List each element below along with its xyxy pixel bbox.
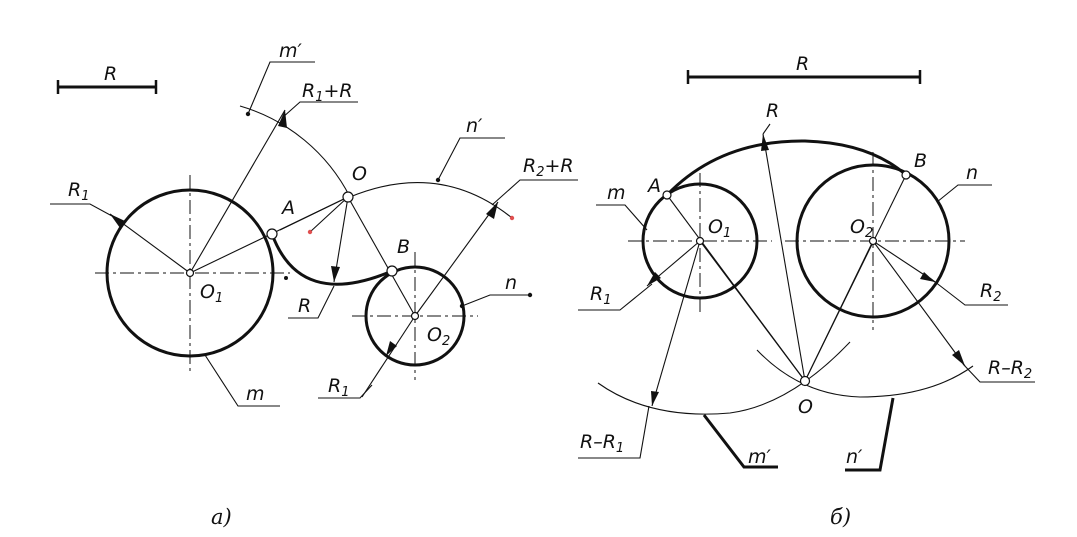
line-o-r-b — [762, 133, 806, 382]
leader-r2r-a — [491, 179, 578, 206]
arrowhead-r1-b — [647, 272, 661, 286]
arrowhead-r1low — [386, 341, 397, 356]
label-n-b: n — [966, 162, 978, 184]
label-r2-b: R2 — [980, 280, 1001, 305]
line-o1-r1r — [189, 109, 286, 274]
label-o1-b: O1 — [708, 216, 731, 241]
point-o1-a — [185, 268, 195, 278]
label-o2-a: O2 — [427, 324, 450, 349]
point-o-b — [799, 375, 811, 387]
line-o1-rr1-b — [651, 240, 701, 407]
scale-label-b: R — [796, 53, 809, 75]
circle-n-b — [795, 163, 951, 319]
arc-n-prime-b — [756, 349, 974, 398]
line-o2-o-b — [804, 240, 874, 382]
arc-tangent-ab-b — [665, 139, 907, 197]
arc-m-prime-b — [597, 341, 851, 415]
point-o1-b — [695, 236, 705, 246]
label-n-prime-b: n′ — [846, 446, 863, 468]
leader-r1-a — [50, 203, 124, 223]
label-o1-a: O1 — [200, 281, 223, 306]
leader-r2-b — [929, 277, 1008, 306]
point-a-b — [662, 190, 672, 200]
label-b-a: B — [397, 236, 410, 258]
point-o-a — [342, 191, 354, 203]
arrowhead-r2r — [486, 202, 498, 219]
line-o2-o — [347, 196, 416, 317]
label-b-b: B — [914, 150, 927, 172]
leader-r1-b — [578, 283, 653, 311]
arrowhead-r1r — [278, 110, 287, 128]
scale-bar-a: R — [56, 63, 158, 94]
label-m-prime-b: m′ — [748, 446, 772, 468]
point-a-a — [266, 228, 278, 240]
figure-b: R — [578, 53, 1035, 529]
arrowhead-r — [331, 266, 340, 282]
leader-n-prime-a — [437, 137, 505, 181]
leader-m-prime-b — [702, 414, 778, 469]
leader-r-b — [762, 123, 771, 135]
label-r1-a: R1 — [68, 179, 89, 204]
leader-n-prime-b — [845, 397, 895, 472]
leader-m-a — [204, 354, 280, 407]
label-rr1-b: R–R1 — [580, 431, 624, 456]
label-o-a: O — [352, 163, 367, 185]
leader-m-prime-a — [247, 61, 315, 115]
label-n-prime-a: n′ — [466, 115, 483, 137]
line-o2-rr2-b — [872, 240, 966, 367]
point-b-a — [386, 265, 398, 277]
line-o1-r1 — [109, 213, 191, 274]
leader-r-a — [288, 285, 335, 319]
label-r-b: R — [766, 100, 779, 122]
leader-n-b — [936, 184, 992, 203]
arrowhead-r-b — [761, 134, 769, 151]
label-m-prime-a: m′ — [279, 40, 303, 62]
label-r1-b: R1 — [590, 283, 611, 308]
label-r2r-a: R2+R — [523, 155, 574, 180]
line-o1-o-b — [699, 240, 806, 382]
label-o2-b: O2 — [850, 216, 873, 241]
circle-m-a — [105, 188, 275, 358]
leader-m-b — [596, 204, 648, 231]
point-o2-a — [410, 311, 420, 321]
arc-m-prime-a — [239, 105, 351, 198]
circle-n-a — [364, 265, 466, 367]
scale-label-a: R — [104, 63, 117, 85]
point-o2-b — [868, 236, 878, 246]
circle-m-b — [641, 182, 759, 300]
line-o2-r2r — [414, 201, 499, 317]
label-r-a: R — [298, 295, 311, 317]
label-rr2-b: R–R2 — [988, 357, 1032, 382]
label-m-b: m — [607, 182, 626, 204]
arrowhead-rr2-b — [952, 350, 965, 366]
label-n-a: n — [505, 272, 517, 294]
arc-tangent-ab-a — [270, 233, 393, 286]
label-r1r-a: R1+R — [302, 80, 353, 105]
leader-n-a — [461, 294, 530, 307]
label-a-b: A — [646, 175, 661, 197]
arrowhead-rr1-b — [651, 391, 659, 406]
point-b-b — [901, 170, 911, 180]
leader-r1low-a — [318, 384, 373, 399]
label-r1low-a: R1 — [328, 375, 349, 400]
figure-a: R — [50, 40, 578, 529]
label-o-b: O — [798, 396, 813, 418]
label-a-a: A — [280, 197, 295, 219]
caption-b: б) — [830, 505, 851, 529]
scale-bar-b: R — [686, 53, 922, 84]
caption-a: а) — [211, 505, 232, 529]
leader-r1r-a — [281, 101, 358, 119]
line-o2-r1low — [361, 315, 416, 398]
label-m-a: m — [246, 383, 265, 405]
leader-rr2-b — [962, 363, 1035, 383]
leader-rr1-b — [578, 405, 650, 459]
